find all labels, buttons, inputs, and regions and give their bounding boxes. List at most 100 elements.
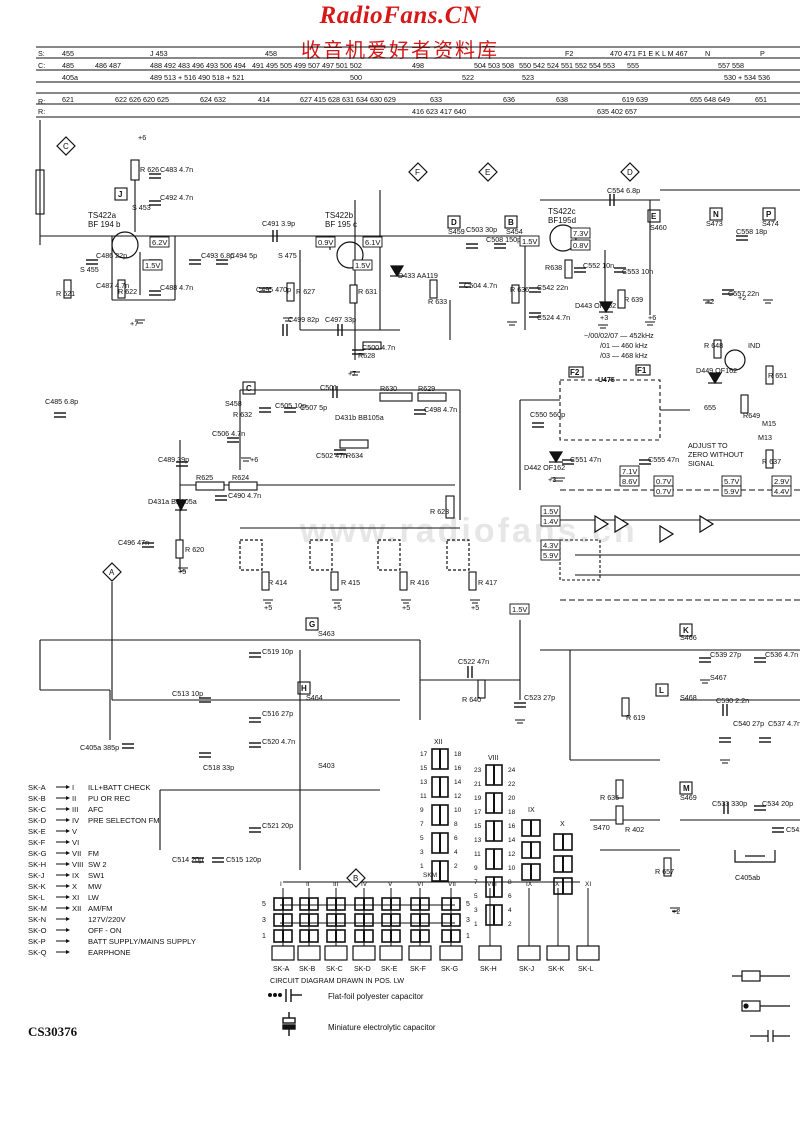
legend-function: 127V/220V bbox=[88, 915, 127, 924]
table-row-key: C: bbox=[38, 61, 45, 70]
watermark-middle: www.radiofans.cn bbox=[300, 512, 638, 550]
component-label: C555 47n bbox=[648, 455, 679, 464]
component-label: C521 20p bbox=[262, 821, 293, 830]
voltage-box bbox=[149, 236, 170, 248]
legend-arrowhead bbox=[66, 895, 70, 899]
component-label: R 631 bbox=[358, 287, 377, 296]
contact-number: 19 bbox=[474, 795, 482, 802]
component-label: C554 6.8p bbox=[607, 186, 640, 195]
contact-number: 10 bbox=[508, 865, 516, 872]
switch-numeral: IV bbox=[361, 881, 368, 888]
voltage-value: 1.5V bbox=[522, 237, 537, 246]
legend-function: LW bbox=[88, 893, 100, 902]
component-label: R 637 bbox=[762, 457, 781, 466]
switch-label-box bbox=[297, 945, 321, 961]
component-label: R 635 bbox=[600, 793, 619, 802]
coil-frames bbox=[114, 187, 776, 795]
if-frequency-note: /03 — 468 kHz bbox=[600, 351, 648, 360]
transistor-name: TS422b bbox=[325, 211, 354, 220]
switch-numeral: VII bbox=[448, 881, 456, 888]
table-cell: 486 487 bbox=[95, 61, 121, 70]
component-label: S469 bbox=[680, 793, 697, 802]
component-label: C530 2.2n bbox=[716, 696, 749, 705]
node-label-c: C bbox=[63, 142, 69, 151]
supply-rail-label: +5 bbox=[471, 603, 479, 612]
voltage-value: 4.3V bbox=[543, 541, 558, 550]
legend-code: SK-D bbox=[28, 816, 47, 825]
component-label: C518 33p bbox=[203, 763, 234, 772]
voltage-value: 0.8V bbox=[573, 241, 588, 250]
component-label: C553 10n bbox=[622, 267, 653, 276]
component-label: S 475 bbox=[278, 251, 297, 260]
component-label: C495 470p bbox=[256, 285, 291, 294]
supply-rail-label: +2 bbox=[672, 907, 680, 916]
component-label: S467 bbox=[710, 673, 727, 682]
contact-number: 13 bbox=[420, 779, 428, 786]
switch-name: SK-K bbox=[548, 966, 565, 973]
switch-label-box bbox=[271, 945, 295, 961]
component-label: S403 bbox=[318, 761, 335, 770]
voltage-box bbox=[570, 239, 591, 251]
component-label: C514 20p bbox=[172, 855, 203, 864]
switch-label-box bbox=[439, 945, 463, 961]
contact-column-label: XII bbox=[434, 739, 443, 746]
contact-number: 12 bbox=[454, 793, 462, 800]
supply-rail-label: +5 bbox=[402, 603, 410, 612]
switch-numeral: I bbox=[280, 881, 282, 888]
frame-label-f2: F2 bbox=[570, 368, 580, 377]
component-label: C507 5p bbox=[300, 403, 327, 412]
supply-rail-label: +6 bbox=[250, 455, 258, 464]
frame-label-p: P bbox=[766, 210, 772, 219]
component-label: C500 4.7n bbox=[362, 343, 395, 352]
component-label: C519 10p bbox=[262, 647, 293, 656]
supply-rail-label: +7 bbox=[130, 319, 138, 328]
transistor-type: BF195d bbox=[548, 216, 576, 225]
legend-arrowhead bbox=[66, 851, 70, 855]
table-cell: 416 623 417 640 bbox=[412, 107, 466, 116]
contact-number: 2 bbox=[508, 921, 512, 928]
if-frequency-note: ~/00/02/07 — 452kHz bbox=[584, 331, 654, 340]
component-label: R 402 bbox=[625, 825, 644, 834]
component-label: C537 4.7n bbox=[768, 719, 800, 728]
voltage-box bbox=[315, 236, 336, 248]
component-label: C504 4.7n bbox=[464, 281, 497, 290]
table-cell: 455 bbox=[62, 49, 74, 58]
transistor-type: BF 194 b bbox=[88, 220, 121, 229]
legend-code: SK-Q bbox=[28, 948, 47, 957]
switch-label-box bbox=[576, 945, 600, 961]
legend-roman: IV bbox=[72, 816, 80, 825]
legend-arrowhead bbox=[66, 862, 70, 866]
legend-code: SK-O bbox=[28, 926, 47, 935]
legend-polyester: Flat-foil polyester capacitor bbox=[328, 992, 424, 1001]
legend-code: SK-P bbox=[28, 937, 46, 946]
voltage-box bbox=[570, 227, 591, 239]
component-label: C405ab bbox=[735, 873, 760, 882]
frame-label-k: K bbox=[683, 626, 689, 635]
legend-function: OFF - ON bbox=[88, 926, 121, 935]
contact-number: 1 bbox=[474, 921, 478, 928]
node-label-a: A bbox=[109, 568, 115, 577]
component-label: D449 OF162 bbox=[696, 366, 737, 375]
node-marker bbox=[620, 162, 640, 182]
table-cell: 622 626 620 625 bbox=[115, 95, 169, 104]
voltage-value: 7.1V bbox=[622, 467, 637, 476]
component-label: C557 22n bbox=[728, 289, 759, 298]
legend-roman: III bbox=[72, 805, 78, 814]
contact-number: 18 bbox=[454, 751, 462, 758]
component-label: R 632 bbox=[233, 410, 252, 419]
component-label: C523 27p bbox=[524, 693, 555, 702]
contact-number: 22 bbox=[508, 781, 516, 788]
component-label: R 627 bbox=[296, 287, 315, 296]
frame-label-e: E bbox=[651, 212, 657, 221]
frame-label-m: M bbox=[683, 784, 690, 793]
table-cell: 414 bbox=[258, 95, 270, 104]
voltage-value: 4.4V bbox=[774, 487, 789, 496]
contact-number: 15 bbox=[474, 823, 482, 830]
table-cell: 551 552 554 553 bbox=[561, 61, 615, 70]
component-label: D443 OF162 bbox=[575, 301, 616, 310]
legend-function: PRE SELECTON FM bbox=[88, 816, 160, 825]
legend-code: SK-C bbox=[28, 805, 47, 814]
legend-roman: V bbox=[72, 827, 78, 836]
